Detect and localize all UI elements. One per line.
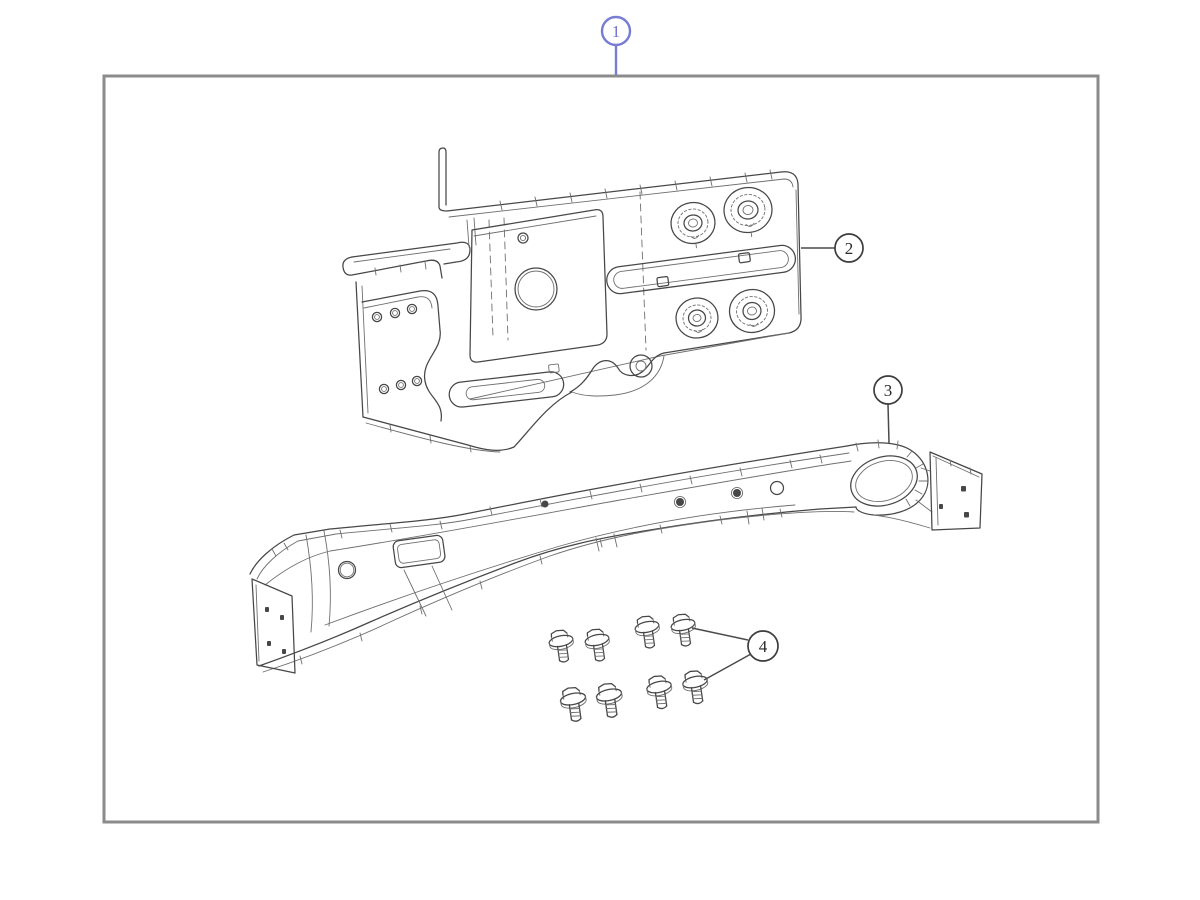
part-2-bracket-drawing (342, 147, 802, 453)
crossmember-left-end-plate (251, 578, 296, 674)
screw-bolt (679, 667, 713, 707)
screw-bolt (582, 626, 614, 664)
callout-1-label: 1 (612, 22, 621, 41)
screw-bolt (668, 611, 700, 649)
screw-bolt (546, 627, 578, 665)
bracket-oval-slot (606, 244, 796, 295)
bracket-small-grommet (569, 352, 665, 397)
bracket-fold-lines (488, 191, 647, 351)
bracket-center-hole (514, 267, 558, 311)
callout-4-ring (747, 630, 779, 662)
callout-3[interactable]: 3 (873, 375, 903, 444)
crossmember-outline (249, 445, 857, 673)
crossmember-holes (337, 480, 785, 580)
screw-bolt (593, 680, 627, 721)
crossmember-loop (846, 439, 933, 529)
crossmember-right-end-plate (929, 451, 983, 531)
callout-2-label: 2 (845, 239, 854, 258)
screw-bolt (643, 672, 677, 712)
callout-4-leader-lines (691, 627, 752, 681)
bracket-top-rail (342, 217, 477, 279)
callout-3-leader-line (887, 403, 890, 444)
callout-1[interactable]: 1 (600, 15, 632, 75)
bracket-small-hole (517, 232, 529, 244)
bracket-grommet (670, 201, 716, 249)
hardware-screws-group (546, 611, 713, 725)
callout-1-ring (600, 15, 632, 47)
callout-3-ring (873, 375, 903, 405)
bracket-outline (355, 147, 802, 453)
crossmember-seams (271, 454, 823, 665)
kit-outline-box (102, 74, 1100, 824)
bracket-grommet (728, 288, 776, 334)
bracket-edge-ticks (374, 169, 773, 453)
bracket-flange-holes (361, 289, 442, 422)
part-3-crossmember-drawing (249, 439, 983, 674)
callout-2-ring (834, 233, 864, 263)
callout-4[interactable]: 4 (691, 627, 779, 681)
bracket-grommet (723, 186, 773, 238)
callout-2[interactable]: 2 (801, 233, 864, 263)
screw-bolt (632, 613, 664, 651)
callout-3-label: 3 (884, 381, 893, 400)
bracket-lower-slot (448, 363, 565, 408)
callout-4-label: 4 (759, 637, 768, 656)
bracket-grommet (675, 297, 719, 339)
bracket-center-panel (469, 209, 608, 363)
screw-bolt (557, 684, 591, 725)
